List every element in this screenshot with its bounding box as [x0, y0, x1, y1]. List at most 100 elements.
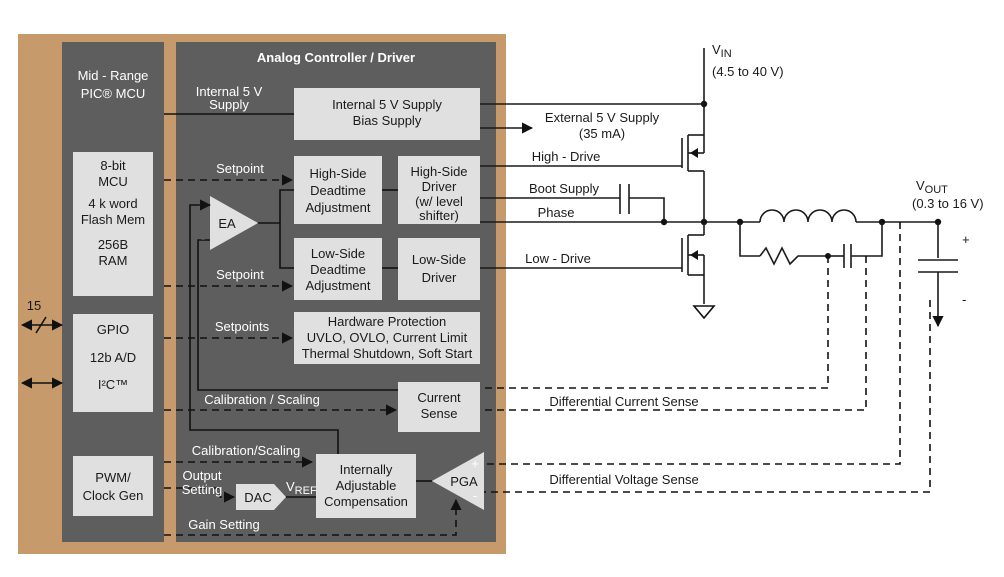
- dac-label: DAC: [244, 490, 271, 505]
- sense-resistor: [759, 246, 828, 266]
- output-setting-wire: [164, 487, 236, 503]
- vin-range: (4.5 to 40 V): [712, 64, 784, 79]
- cap-plus: +: [962, 232, 970, 247]
- hs-driver-line1: High-Side: [410, 164, 467, 179]
- external-supply-label-1: External 5 V Supply: [545, 110, 660, 125]
- mcu-io-line2: 12b A/D: [90, 350, 136, 365]
- ls-driver-line1: Low-Side: [412, 252, 466, 267]
- error-amplifier: [210, 196, 258, 250]
- hs-deadtime-block: [294, 156, 382, 224]
- vout-label: VOUT: [916, 178, 948, 196]
- pga-amplifier: [432, 452, 484, 510]
- vin-label: VIN: [712, 42, 732, 60]
- hw-protection-line2: UVLO, OVLO, Current Limit: [307, 330, 468, 345]
- diff-voltage-label: Differential Voltage Sense: [549, 472, 698, 487]
- hs-deadtime-line1: High-Side: [309, 166, 366, 181]
- hw-protection-line3: Thermal Shutdown, Soft Start: [302, 346, 473, 361]
- mcu-panel-title-line2: PIC® MCU: [81, 86, 145, 101]
- pga-plus: +: [471, 456, 479, 471]
- mcu-core-block: [73, 152, 153, 296]
- hw-protection-block: [294, 312, 480, 364]
- mcu-io-line3: I²C™: [98, 377, 128, 392]
- ls-deadtime-line1: Low-Side: [311, 246, 365, 261]
- current-sense-block: [398, 382, 480, 432]
- setpoint-1-label: Setpoint: [216, 161, 264, 176]
- ea-output-wire: [258, 189, 294, 224]
- low-drive-label: Low - Drive: [525, 251, 591, 266]
- current-sense-line2: Sense: [421, 406, 458, 421]
- vout-range: (0.3 to 16 V): [912, 196, 984, 211]
- diff-current-label: Differential Current Sense: [549, 394, 698, 409]
- dac-block: [236, 484, 286, 510]
- mcu-core-line1: 8-bit: [100, 158, 126, 173]
- ea-plus-wire: [189, 199, 339, 456]
- compensation-block: [316, 454, 416, 518]
- diff-current-sense-pos: [480, 256, 829, 389]
- mcu-io-line1: GPIO: [97, 322, 130, 337]
- mcu-pwm-line1: PWM/: [95, 470, 131, 485]
- output-setting-label-1: Output: [182, 468, 221, 483]
- ls-deadtime-line2: Deadtime: [310, 262, 366, 277]
- cap-minus: -: [962, 292, 966, 307]
- mcu-core-line3: 4 k word: [88, 196, 137, 211]
- hs-driver-line3: (w/ level: [415, 194, 463, 209]
- bias-supply-block: [294, 88, 480, 140]
- output-capacitor: [918, 259, 958, 273]
- external-supply-label-2: (35 mA): [579, 126, 625, 141]
- hs-driver-line2: Driver: [422, 179, 457, 194]
- internal-supply-label-1: Internal 5 V: [196, 84, 263, 99]
- gain-setting-wire: [164, 498, 462, 536]
- hs-deadtime-line3: Adjustment: [305, 200, 370, 215]
- rc-network-left: [739, 222, 760, 257]
- ea-label: EA: [218, 216, 236, 231]
- low-side-mosfet: [681, 234, 705, 276]
- ea-minus: -: [201, 231, 205, 246]
- diff-current-sense-neg: [480, 256, 867, 411]
- ground-symbol: [692, 305, 716, 320]
- phase-label: Phase: [538, 205, 575, 220]
- analog-panel-title: Analog Controller / Driver: [257, 50, 415, 65]
- boot-cap-to-phase: [629, 197, 665, 222]
- mcu-pwm-block: [73, 456, 153, 516]
- calibration-2-label: Calibration/Scaling: [192, 443, 300, 458]
- mcu-io-block: [73, 314, 153, 412]
- boot-supply-label: Boot Supply: [529, 181, 600, 196]
- bus-width-label: 15: [27, 298, 41, 313]
- ls-deadtime-block: [294, 238, 382, 300]
- ea-output-wire-low: [279, 223, 294, 269]
- diff-voltage-sense-pos: [484, 222, 901, 465]
- mcu-core-line4: Flash Mem: [81, 212, 145, 227]
- hs-deadtime-line2: Deadtime: [310, 183, 366, 198]
- hs-driver-block: [398, 156, 480, 224]
- vref-label: VREF: [286, 479, 317, 497]
- ls-driver-block: [398, 238, 480, 300]
- mcu-pwm-line2: Clock Gen: [83, 488, 144, 503]
- high-side-mosfet: [681, 134, 705, 172]
- diff-voltage-sense-neg: [484, 300, 931, 493]
- pga-label: PGA: [450, 474, 478, 489]
- compensation-line3: Compensation: [324, 494, 408, 509]
- current-sense-line1: Current: [417, 390, 461, 405]
- phase-node-boot: [660, 218, 668, 226]
- bias-supply-line1: Internal 5 V Supply: [332, 97, 442, 112]
- setpoints-label: Setpoints: [215, 319, 270, 334]
- output-inductor: [759, 209, 857, 223]
- mcu-core-line2: MCU: [98, 174, 128, 189]
- gain-setting-label: Gain Setting: [188, 517, 260, 532]
- boot-capacitor: [619, 184, 630, 214]
- output-setting-label-2: Setting: [182, 482, 222, 497]
- internal-supply-label-2: Supply: [209, 97, 249, 112]
- rc-network-right: [851, 222, 883, 257]
- bias-supply-line2: Bias Supply: [353, 113, 422, 128]
- setpoint-2-label: Setpoint: [216, 267, 264, 282]
- mcu-core-line5: 256B: [98, 237, 128, 252]
- calibration-1-label: Calibration / Scaling: [204, 392, 320, 407]
- bus-slash: [35, 316, 47, 334]
- sense-capacitor: [843, 244, 852, 268]
- mcu-panel-title-line1: Mid - Range: [78, 68, 149, 83]
- mcu-core-line6: RAM: [99, 253, 128, 268]
- compensation-line1: Internally: [340, 462, 393, 477]
- compensation-line2: Adjustable: [336, 478, 397, 493]
- hs-driver-line4: shifter): [419, 208, 459, 223]
